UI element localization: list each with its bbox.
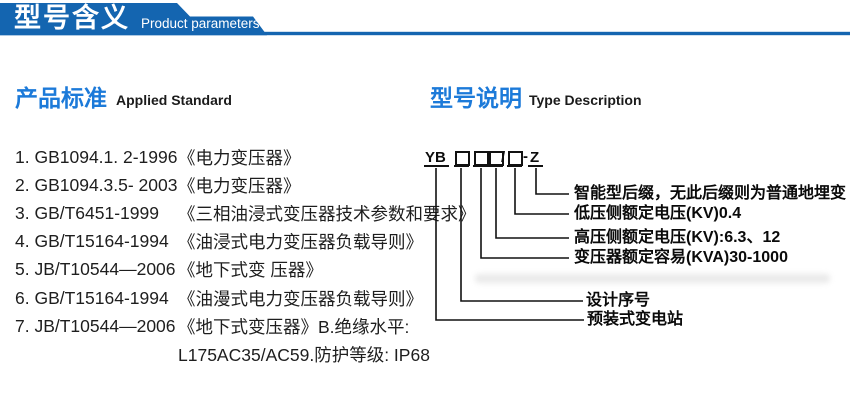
list-item: L175AC35/AC59.防护等级: IP68 <box>15 340 435 368</box>
header-rule <box>0 31 850 36</box>
model-label-prefab-substation: 预装式变电站 <box>587 311 684 328</box>
list-item: 1. GB1094.1. 2-1996 《电力变压器》 <box>15 143 435 171</box>
standard-code: 4. GB/T15164-1994 <box>15 231 169 252</box>
model-code-dash: - <box>523 148 528 165</box>
standard-code: 5. JB/T10544—2006 <box>15 259 176 280</box>
standard-title: 《三相油浸式变压器技术参数和要求》 <box>178 203 476 224</box>
list-item: 2. GB1094.3.5- 2003 《电力变压器》 <box>15 171 435 199</box>
model-code-prefix: YB <box>425 149 446 166</box>
standard-title: 《地下式变压器》B.绝缘水平: <box>178 316 410 337</box>
list-item: 3. GB/T6451-1999 《三相油浸式变压器技术参数和要求》 <box>15 199 476 227</box>
page-subtitle: Product parameters <box>141 16 260 31</box>
model-label-smart-suffix: 智能型后缀，无此后缀则为普通地埋变 <box>574 185 847 202</box>
section-title-model: 型号说明 <box>430 85 522 111</box>
standard-code: 2. GB1094.3.5- 2003 <box>15 174 178 195</box>
standard-title: 《电力变压器》 <box>178 147 301 168</box>
standard-title: 《油浸式电力变压器负载导则》 <box>178 232 423 253</box>
standard-title: 《油漫式电力变压器负载导则》 <box>178 288 423 309</box>
section-subtitle-standards: Applied Standard <box>116 92 232 108</box>
section-title-standards: 产品标准 <box>15 85 107 111</box>
standard-code: 3. GB/T6451-1999 <box>15 202 159 223</box>
list-item: 4. GB/T15164-1994 《油浸式电力变压器负载导则》 <box>15 228 435 256</box>
standard-code: 6. GB/T15164-1994 <box>15 287 169 308</box>
section-subtitle-model: Type Description <box>529 92 642 108</box>
header-banner <box>0 3 850 36</box>
model-label-hv-voltage: 高压侧额定电压(KV):6.3、12 <box>574 229 781 246</box>
model-label-lv-voltage: 低压侧额定电压(KV)0.4 <box>574 205 742 222</box>
standard-title: L175AC35/AC59.防护等级: IP68 <box>178 344 430 365</box>
scan-smudge <box>475 274 830 283</box>
list-item: 5. JB/T10544—2006 《地下式变 压器》 <box>15 256 435 284</box>
connector-lines <box>424 165 584 321</box>
model-label-rated-capacity: 变压器额定容易(KVA)30-1000 <box>574 249 788 266</box>
standards-list: 1. GB1094.1. 2-1996 《电力变压器》 2. GB1094.3.… <box>15 143 476 369</box>
model-label-design-serial: 设计序号 <box>586 292 651 309</box>
standard-title: 《地下式变 压器》 <box>178 260 323 281</box>
header-ribbon <box>0 3 267 36</box>
standard-title: 《电力变压器》 <box>178 175 301 196</box>
list-item: 6. GB/T15164-1994 《油漫式电力变压器负载导则》 <box>15 284 435 312</box>
standard-code: 7. JB/T10544—2006 <box>15 315 176 336</box>
model-code-diagram: YB / - Z <box>420 140 850 350</box>
list-item: 7. JB/T10544—2006 《地下式变压器》B.绝缘水平: <box>15 312 435 340</box>
page-title: 型号含义 <box>14 3 130 33</box>
model-code-slash: / <box>501 149 506 166</box>
standard-code: 1. GB1094.1. 2-1996 <box>15 146 178 167</box>
model-code-suffix: Z <box>530 149 540 166</box>
